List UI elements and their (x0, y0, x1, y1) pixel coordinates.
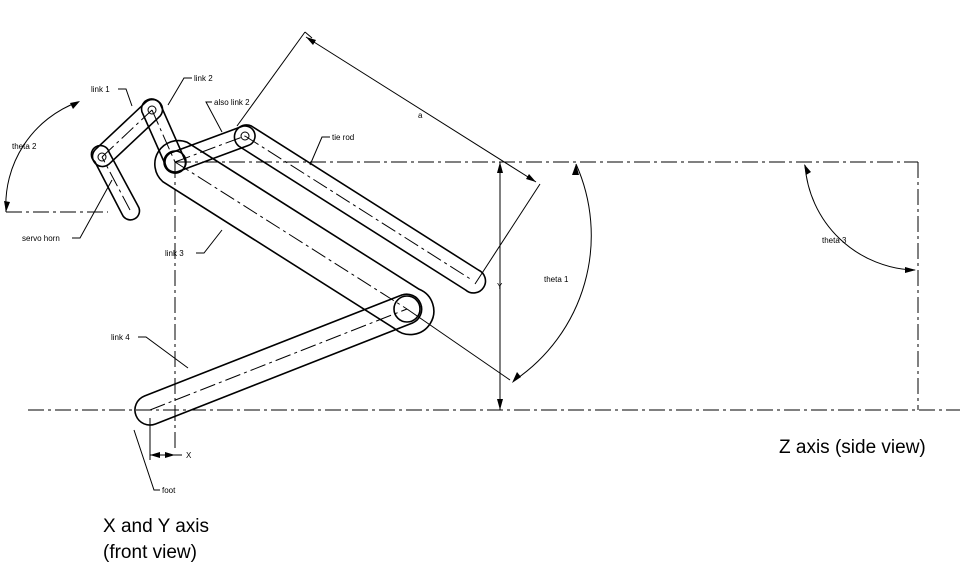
leaders (72, 77, 330, 491)
angle-theta2 (4, 101, 80, 213)
dimension-a (236, 31, 541, 285)
link3-label: link 3 (165, 249, 184, 258)
theta1-arc (514, 163, 592, 381)
tie-rod-leader (309, 136, 330, 166)
tie-rod-label: tie rod (332, 133, 354, 142)
theta2-arc (5, 101, 79, 213)
dim-y-arrow-top (497, 162, 503, 173)
side-view-caption: Z axis (side view) (779, 437, 926, 458)
dim-a-arrow-start (306, 37, 316, 45)
also-link2-leader (205, 101, 223, 133)
a-label: a (418, 111, 423, 120)
link4-leader (138, 336, 189, 369)
link1-label: link 1 (91, 85, 110, 94)
theta2-arrow-top (70, 101, 80, 109)
front-view-caption-line1: X and Y axis (103, 516, 209, 537)
angle-theta3 (804, 164, 916, 273)
theta1-arrow-bottom (512, 372, 521, 383)
link4-centerline (149, 308, 408, 411)
dim-x-arrow-right (165, 452, 175, 458)
theta3-arrow-top (804, 164, 811, 175)
labels: theta 2 link 1 link 2 also link 2 tie ro… (12, 74, 847, 495)
theta1-label: theta 1 (544, 275, 569, 284)
link4-outline (134, 293, 423, 426)
tie-rod-centerline (244, 135, 473, 281)
theta3-label: theta 3 (822, 236, 847, 245)
angle-theta1 (406, 163, 592, 383)
dimension-y (497, 162, 503, 410)
link3-leader (196, 229, 223, 254)
foot-label: foot (162, 486, 176, 495)
also-link2-centerline (174, 135, 246, 163)
dim-a-extension-top (304, 31, 313, 39)
links (90, 98, 487, 426)
dim-a-extension-upper (236, 31, 306, 127)
link3-centerline (174, 161, 408, 310)
theta3-arc (804, 164, 916, 271)
x-label: X (186, 451, 192, 460)
dim-a-line (305, 36, 537, 183)
servo-horn-leader (72, 179, 113, 239)
link1-leader (118, 88, 133, 107)
y-label: Y (497, 282, 503, 291)
dim-x-arrow-left (150, 452, 160, 458)
theta1-arrow-top (572, 164, 579, 175)
theta1-extension (406, 308, 511, 381)
dim-a-extension-lower (474, 183, 541, 285)
knee-joint (393, 295, 421, 323)
also-link2-label: also link 2 (214, 98, 250, 107)
tie-rod-pin (240, 131, 250, 141)
theta2-arrow-bottom (4, 201, 10, 212)
dim-y-arrow-bottom (497, 399, 503, 410)
dimension-x (149, 418, 182, 460)
centerlines (6, 109, 960, 452)
link2-centerline (151, 109, 176, 163)
front-view-caption-line2: (front view) (103, 542, 197, 563)
link1-centerline (101, 109, 153, 158)
theta2-label: theta 2 (12, 142, 37, 151)
servo-horn-outline (90, 144, 141, 221)
link2-label: link 2 (194, 74, 213, 83)
link3-outline (154, 139, 435, 336)
captions: X and Y axis (front view) Z axis (side v… (103, 437, 926, 563)
servo-horn-label: servo horn (22, 234, 60, 243)
foot-leader (133, 429, 160, 491)
link1-servo-pin (97, 152, 107, 162)
link4-label: link 4 (111, 333, 130, 342)
theta3-arrow-bottom (905, 267, 916, 273)
link1-link2-pin (147, 105, 157, 115)
link2-leader (167, 77, 192, 106)
also-link2-outline (164, 125, 256, 173)
dim-a-arrow-end (526, 174, 536, 182)
